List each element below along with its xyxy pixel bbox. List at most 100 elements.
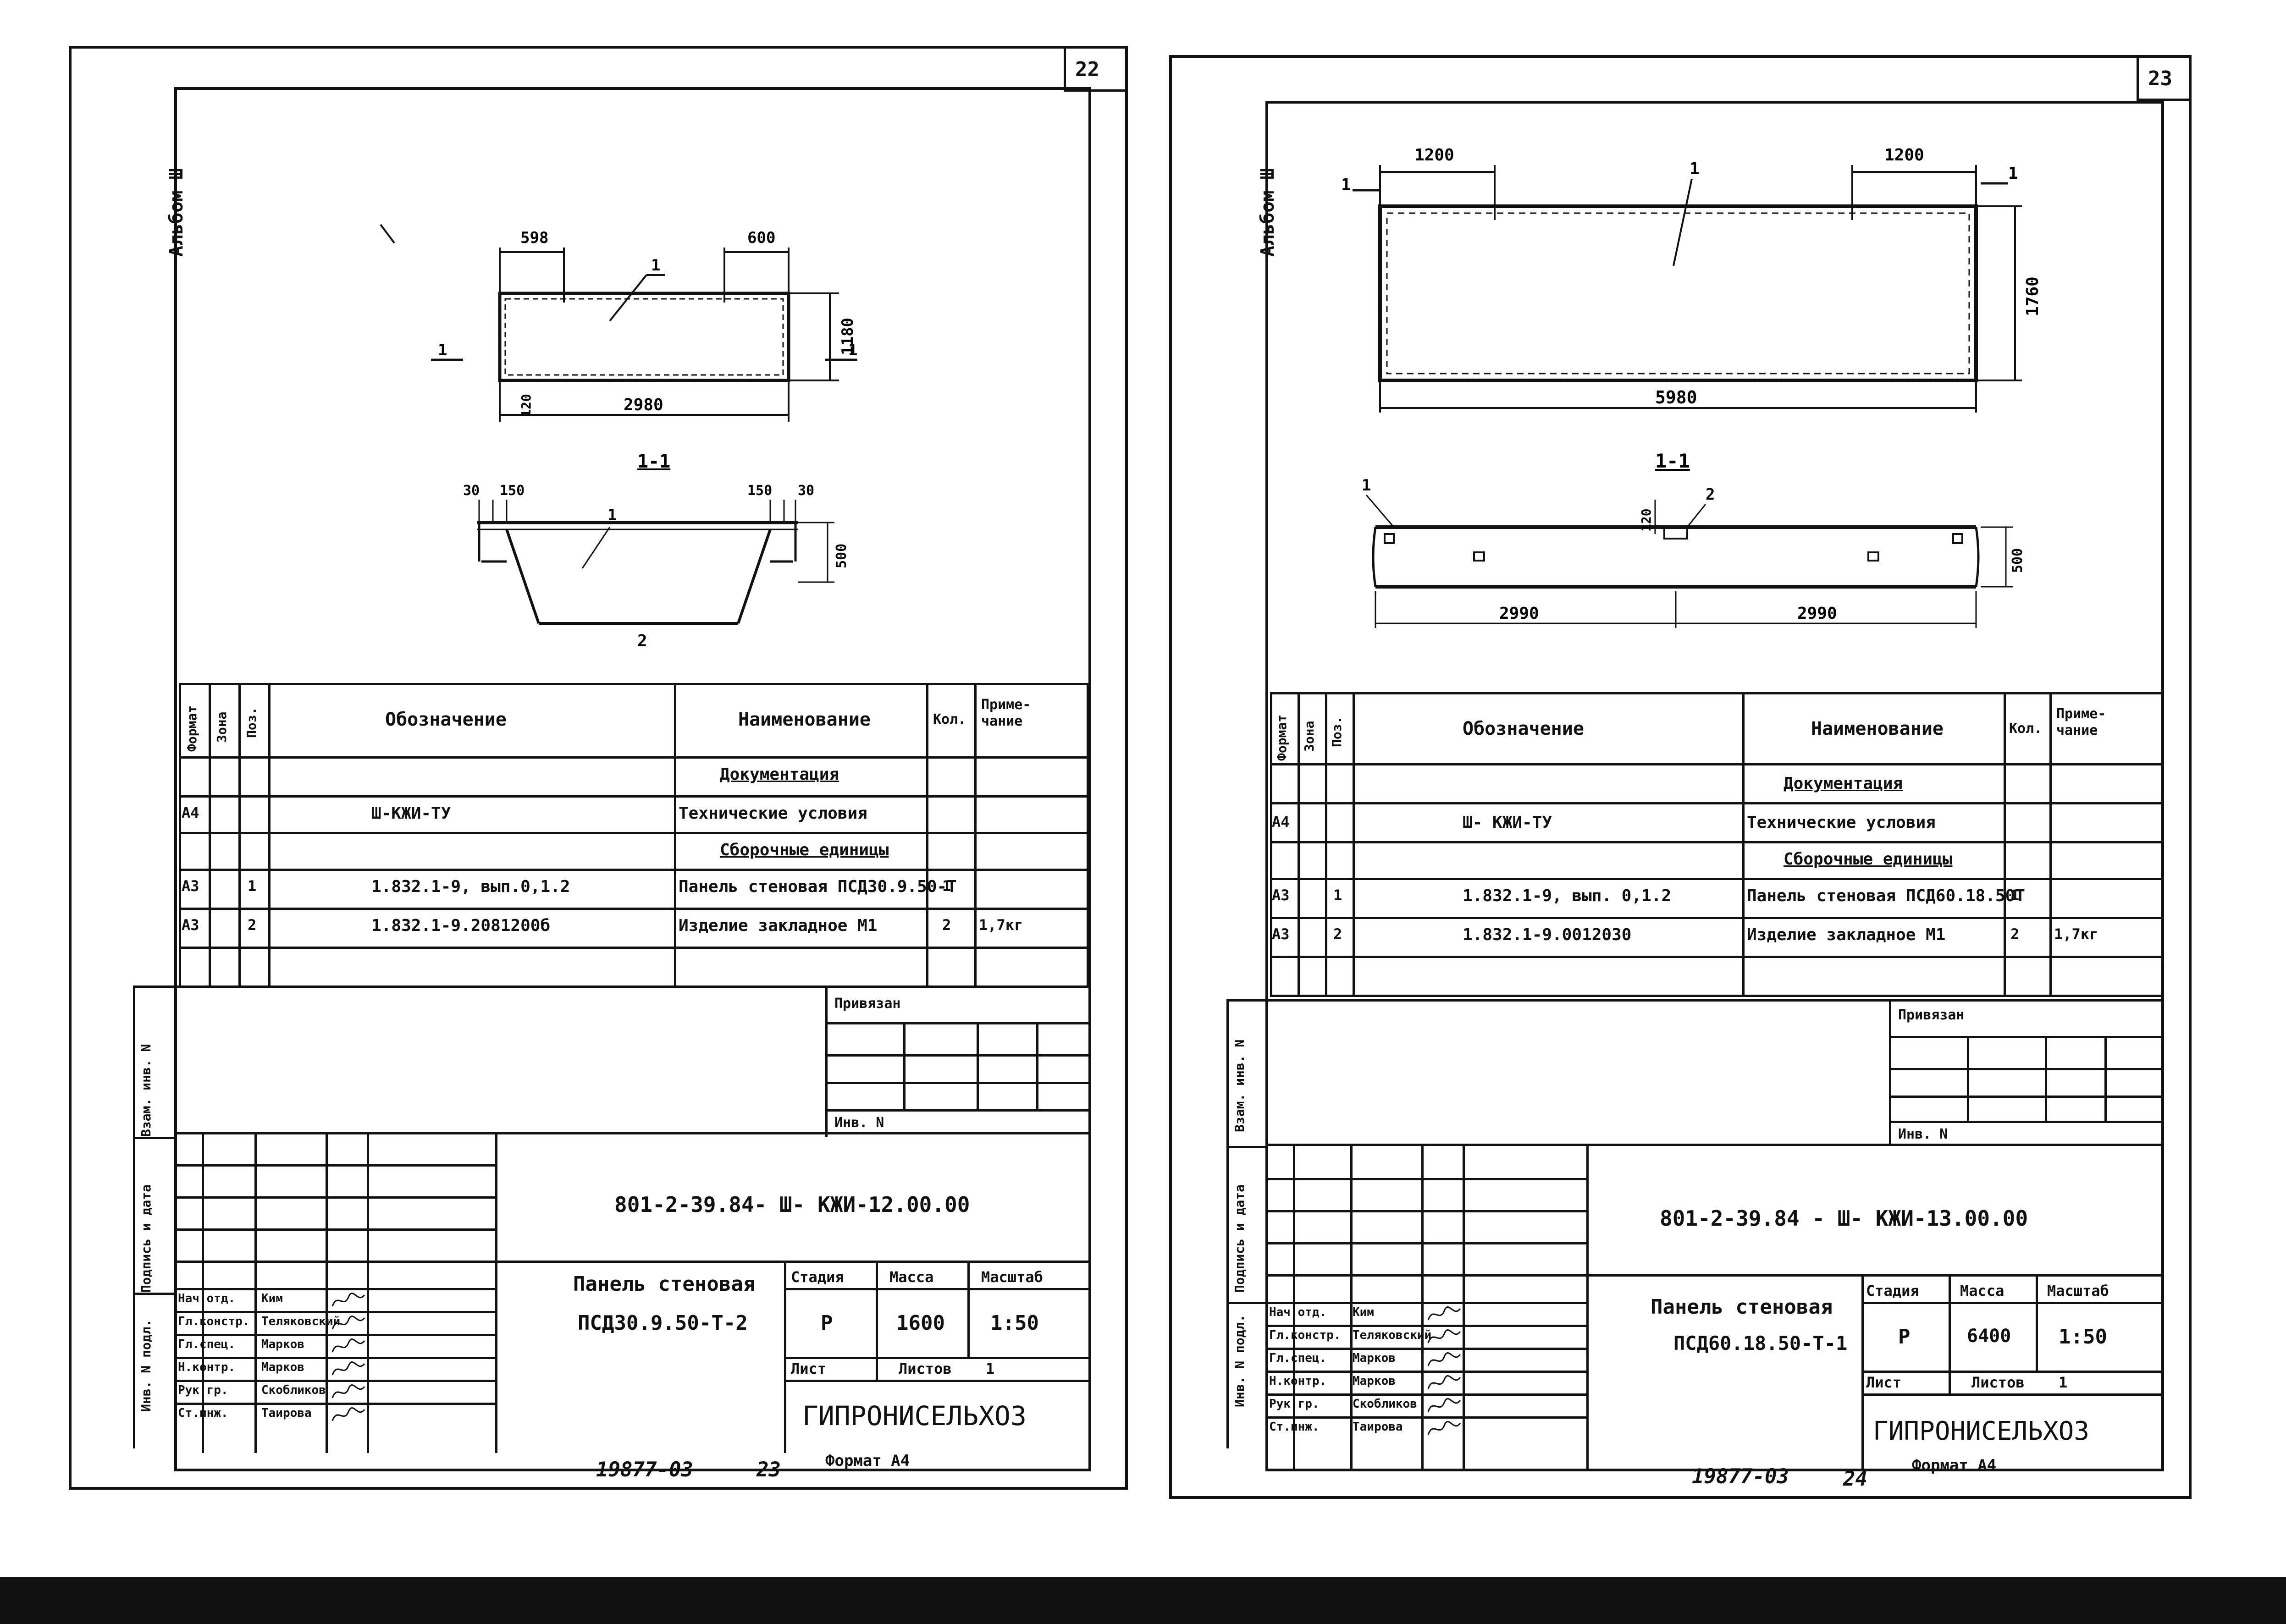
left-format-label: Формат А4 [825,1452,910,1470]
left-signature-name-2: Теляковский [261,1315,341,1328]
left-title-line2: ПСД30.9.50-Т-2 [578,1311,748,1335]
right-org: ГИПРОНИСЕЛЬХОЗ [1873,1416,2090,1446]
left-sheet-number-box [1064,46,1128,92]
right-spec-row-5-qty: 2 [2010,925,2020,943]
left-plan-cut-left: 1 [438,341,447,359]
left-section-drawing: 30 150 150 30 500 1 2 [463,483,850,650]
right-section-dim-w2: 2990 [1797,604,1837,623]
left-signature-role-2: Гл.констр. [178,1315,250,1328]
right-sheet: 23 Альбом Ш 1200 1200 1760 5980 1 1 1 1-… [1169,55,2192,1499]
left-spec-hdr-format: Формат [184,705,199,752]
right-signature-name-1: Ким [1353,1305,1374,1319]
scan-bottom-border [0,1577,2286,1624]
left-scale-hdr: Масштаб [981,1268,1043,1286]
right-spec-hdr-qty: Кол. [2009,721,2043,737]
left-spec-row-5-name: Изделие закладное М1 [679,916,878,935]
right-signature-name-4: Марков [1353,1374,1396,1388]
left-spec-row-5-format: А3 [182,916,199,934]
right-spec-row-2-format: А4 [1272,813,1290,831]
left-signature-name-6: Таирова [261,1406,312,1420]
right-signature-role-5: Рук.гр. [1269,1397,1320,1411]
left-signature-role-4: Н.контр. [178,1360,236,1374]
left-signature-name-3: Марков [261,1338,304,1351]
right-section-mark: 1-1 [1655,450,1690,472]
left-spec-row-4-qty: 1 [942,877,951,895]
left-spec-hdr-note: Приме- чание [981,697,1031,729]
right-scale-hdr: Масштаб [2047,1282,2109,1299]
right-side-sign: Подпись и дата [1232,1184,1247,1293]
right-bottom-page: 24 [1843,1467,1867,1491]
right-sheet-number-box [2137,55,2192,101]
right-plan-dim-width: 5980 [1655,387,1697,407]
right-spec-row-4-pos: 1 [1333,886,1342,904]
left-spec-row-4-name: Панель стеновая ПСД30.9.50-Т [679,877,957,896]
right-spec-row-5-designation: 1.832.1-9.0012030 [1463,925,1632,944]
right-spec-row-1-name: Документация [1784,774,1903,793]
left-plan-dim-width: 2980 [624,396,663,414]
left-section-dim-h: 500 [834,544,850,568]
left-spec-row-5-qty: 2 [942,916,951,934]
right-signature-scribble-4 [1427,1375,1461,1389]
right-privyazan: Привязан [1898,1007,1965,1023]
right-spec-table: Формат Зона Поз. Обозначение Наименовани… [1270,692,2164,1040]
right-spec-row-5-note: 1,7кг [2054,925,2098,943]
left-plan-dim-left: 598 [520,229,548,247]
right-spec-row-4-name: Панель стеновая ПСД60.18.50Т [1747,886,2025,905]
right-spec-hdr-designation: Обозначение [1463,718,1584,739]
right-mass: 6400 [1967,1326,2011,1347]
right-scale: 1:50 [2059,1325,2107,1349]
right-plan-cut-right: 1 [2008,164,2018,183]
left-spec-table: Формат Зона Поз. Обозначение Наименовани… [179,683,1089,1031]
right-plan-pos-1: 1 [1690,160,1700,178]
right-plan-dim-left: 1200 [1414,146,1454,165]
right-signature-role-6: Ст.инж. [1269,1420,1320,1434]
left-side-sign: Подпись и дата [138,1184,154,1293]
left-spec-hdr-pos: Поз. [244,707,259,738]
left-list-label: Лист [791,1360,827,1377]
right-signature-name-6: Таирова [1353,1420,1403,1434]
right-outer-frame [1169,55,2192,1499]
left-signature-scribble-3 [331,1338,365,1353]
right-side-inv: Инв. N подл. [1232,1314,1247,1407]
left-scale: 1:50 [990,1311,1039,1335]
right-signature-name-3: Марков [1353,1351,1396,1365]
left-section-pos-1: 1 [607,506,617,524]
left-bottom-num: 19877-03 [596,1458,693,1481]
right-signature-name-2: Теляковский [1353,1328,1432,1342]
left-signature-name-1: Ким [261,1292,283,1305]
left-spec-row-1-name: Документация [720,765,839,784]
left-inv-n: Инв. N [834,1115,884,1131]
left-stage: Р [821,1311,833,1335]
left-plan-dim-right: 600 [747,229,775,247]
left-spec-row-2-designation: Ш-КЖИ-ТУ [371,804,451,823]
left-sheet-number: 22 [1075,58,1099,81]
right-album-label: Альбом Ш [1257,168,1278,257]
left-section-dim-c: 150 [747,483,772,499]
left-sheet: 22 Альбом Ш 598 600 1180 2980 120 1 1 1 … [69,46,1128,1490]
right-spec-row-5-format: А3 [1272,925,1290,943]
left-mass: 1600 [896,1311,945,1335]
left-signature-scribble-1 [331,1293,365,1307]
right-stage-hdr: Стадия [1866,1282,1919,1299]
right-spec-row-4-format: А3 [1272,886,1290,904]
right-signature-scribble-6 [1427,1421,1461,1435]
left-spec-hdr-name: Наименование [738,709,871,730]
left-side-vzam: Взам. инв. N [138,1044,154,1137]
left-spec-hdr-zone: Зона [214,711,229,743]
right-signature-scribble-3 [1427,1352,1461,1366]
right-plan-cut-left: 1 [1341,176,1351,194]
right-signature-scribble-2 [1427,1329,1461,1343]
left-spec-row-3-name: Сборочные единицы [720,841,889,859]
right-spec-row-5-pos: 2 [1333,925,1342,943]
right-lists-label: Листов [1971,1374,2025,1391]
left-plan-dim-height: 1180 [839,318,857,355]
left-signature-role-5: Рук.гр. [178,1383,228,1397]
right-side-vzam: Взам. инв. N [1232,1039,1247,1132]
right-format-label: Формат А4 [1912,1456,1997,1475]
left-spec-row-5-pos: 2 [248,916,257,934]
left-title-line1: Панель стеновая [573,1272,756,1296]
right-plan-dim-right: 1200 [1884,146,1924,165]
left-spec-row-5-note: 1,7кг [979,916,1023,934]
left-outer-frame [69,46,1128,1490]
